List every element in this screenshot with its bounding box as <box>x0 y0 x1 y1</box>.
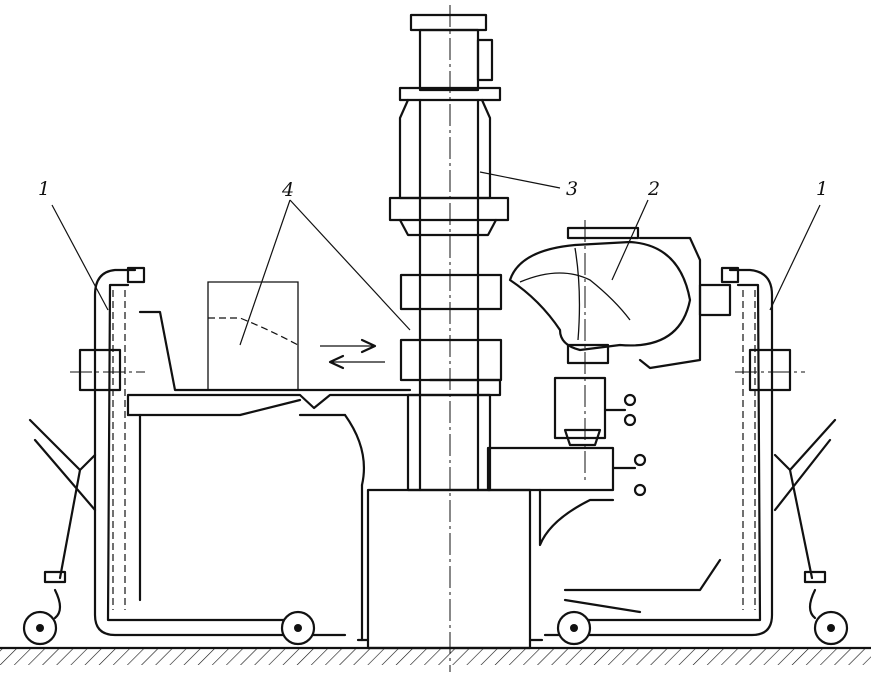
tool-carriage <box>486 376 647 547</box>
label-frame-right: 1 <box>816 178 828 200</box>
label-table: 4 <box>281 179 294 201</box>
label-impeller: 2 <box>647 178 660 200</box>
label-frame-left: 1 <box>38 178 50 200</box>
floor <box>0 646 871 665</box>
work-table <box>126 281 502 642</box>
vertical-column <box>388 5 510 672</box>
frame-right <box>543 266 849 646</box>
label-column: 3 <box>566 178 578 200</box>
inner-wheels <box>280 610 592 646</box>
impeller-workpiece <box>508 220 732 480</box>
leader-lines <box>51 171 821 346</box>
frame-left <box>22 266 347 646</box>
